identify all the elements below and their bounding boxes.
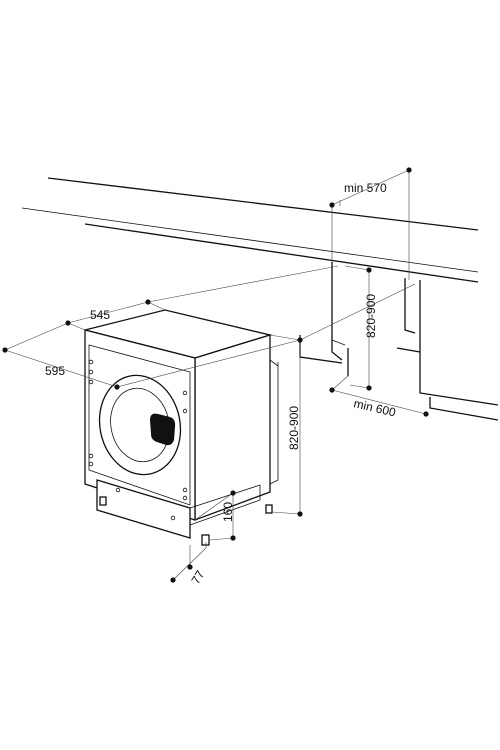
worktop [21, 177, 479, 283]
kickplate [96, 479, 191, 539]
door-outer [98, 374, 182, 476]
label-595: 595 [45, 364, 65, 378]
front-panel [88, 344, 191, 506]
label-niche-height: 820-900 [364, 294, 378, 338]
dimension-lines [4, 169, 427, 581]
foot-rear-right [265, 504, 273, 514]
foot-front-right [201, 534, 210, 546]
label-160: 160 [221, 502, 235, 522]
foot-front-left [99, 496, 107, 506]
cabinet-niche [299, 262, 499, 421]
door-handle [150, 413, 176, 446]
dimension-dots [2, 167, 429, 583]
label-appliance-height: 820-900 [287, 406, 301, 450]
label-545: 545 [90, 308, 110, 322]
label-min-570: min 570 [344, 181, 387, 195]
washing-machine [84, 309, 279, 546]
mounting-holes [88, 359, 188, 521]
label-min-600: min 600 [352, 396, 397, 419]
label-77: 77 [188, 568, 207, 587]
